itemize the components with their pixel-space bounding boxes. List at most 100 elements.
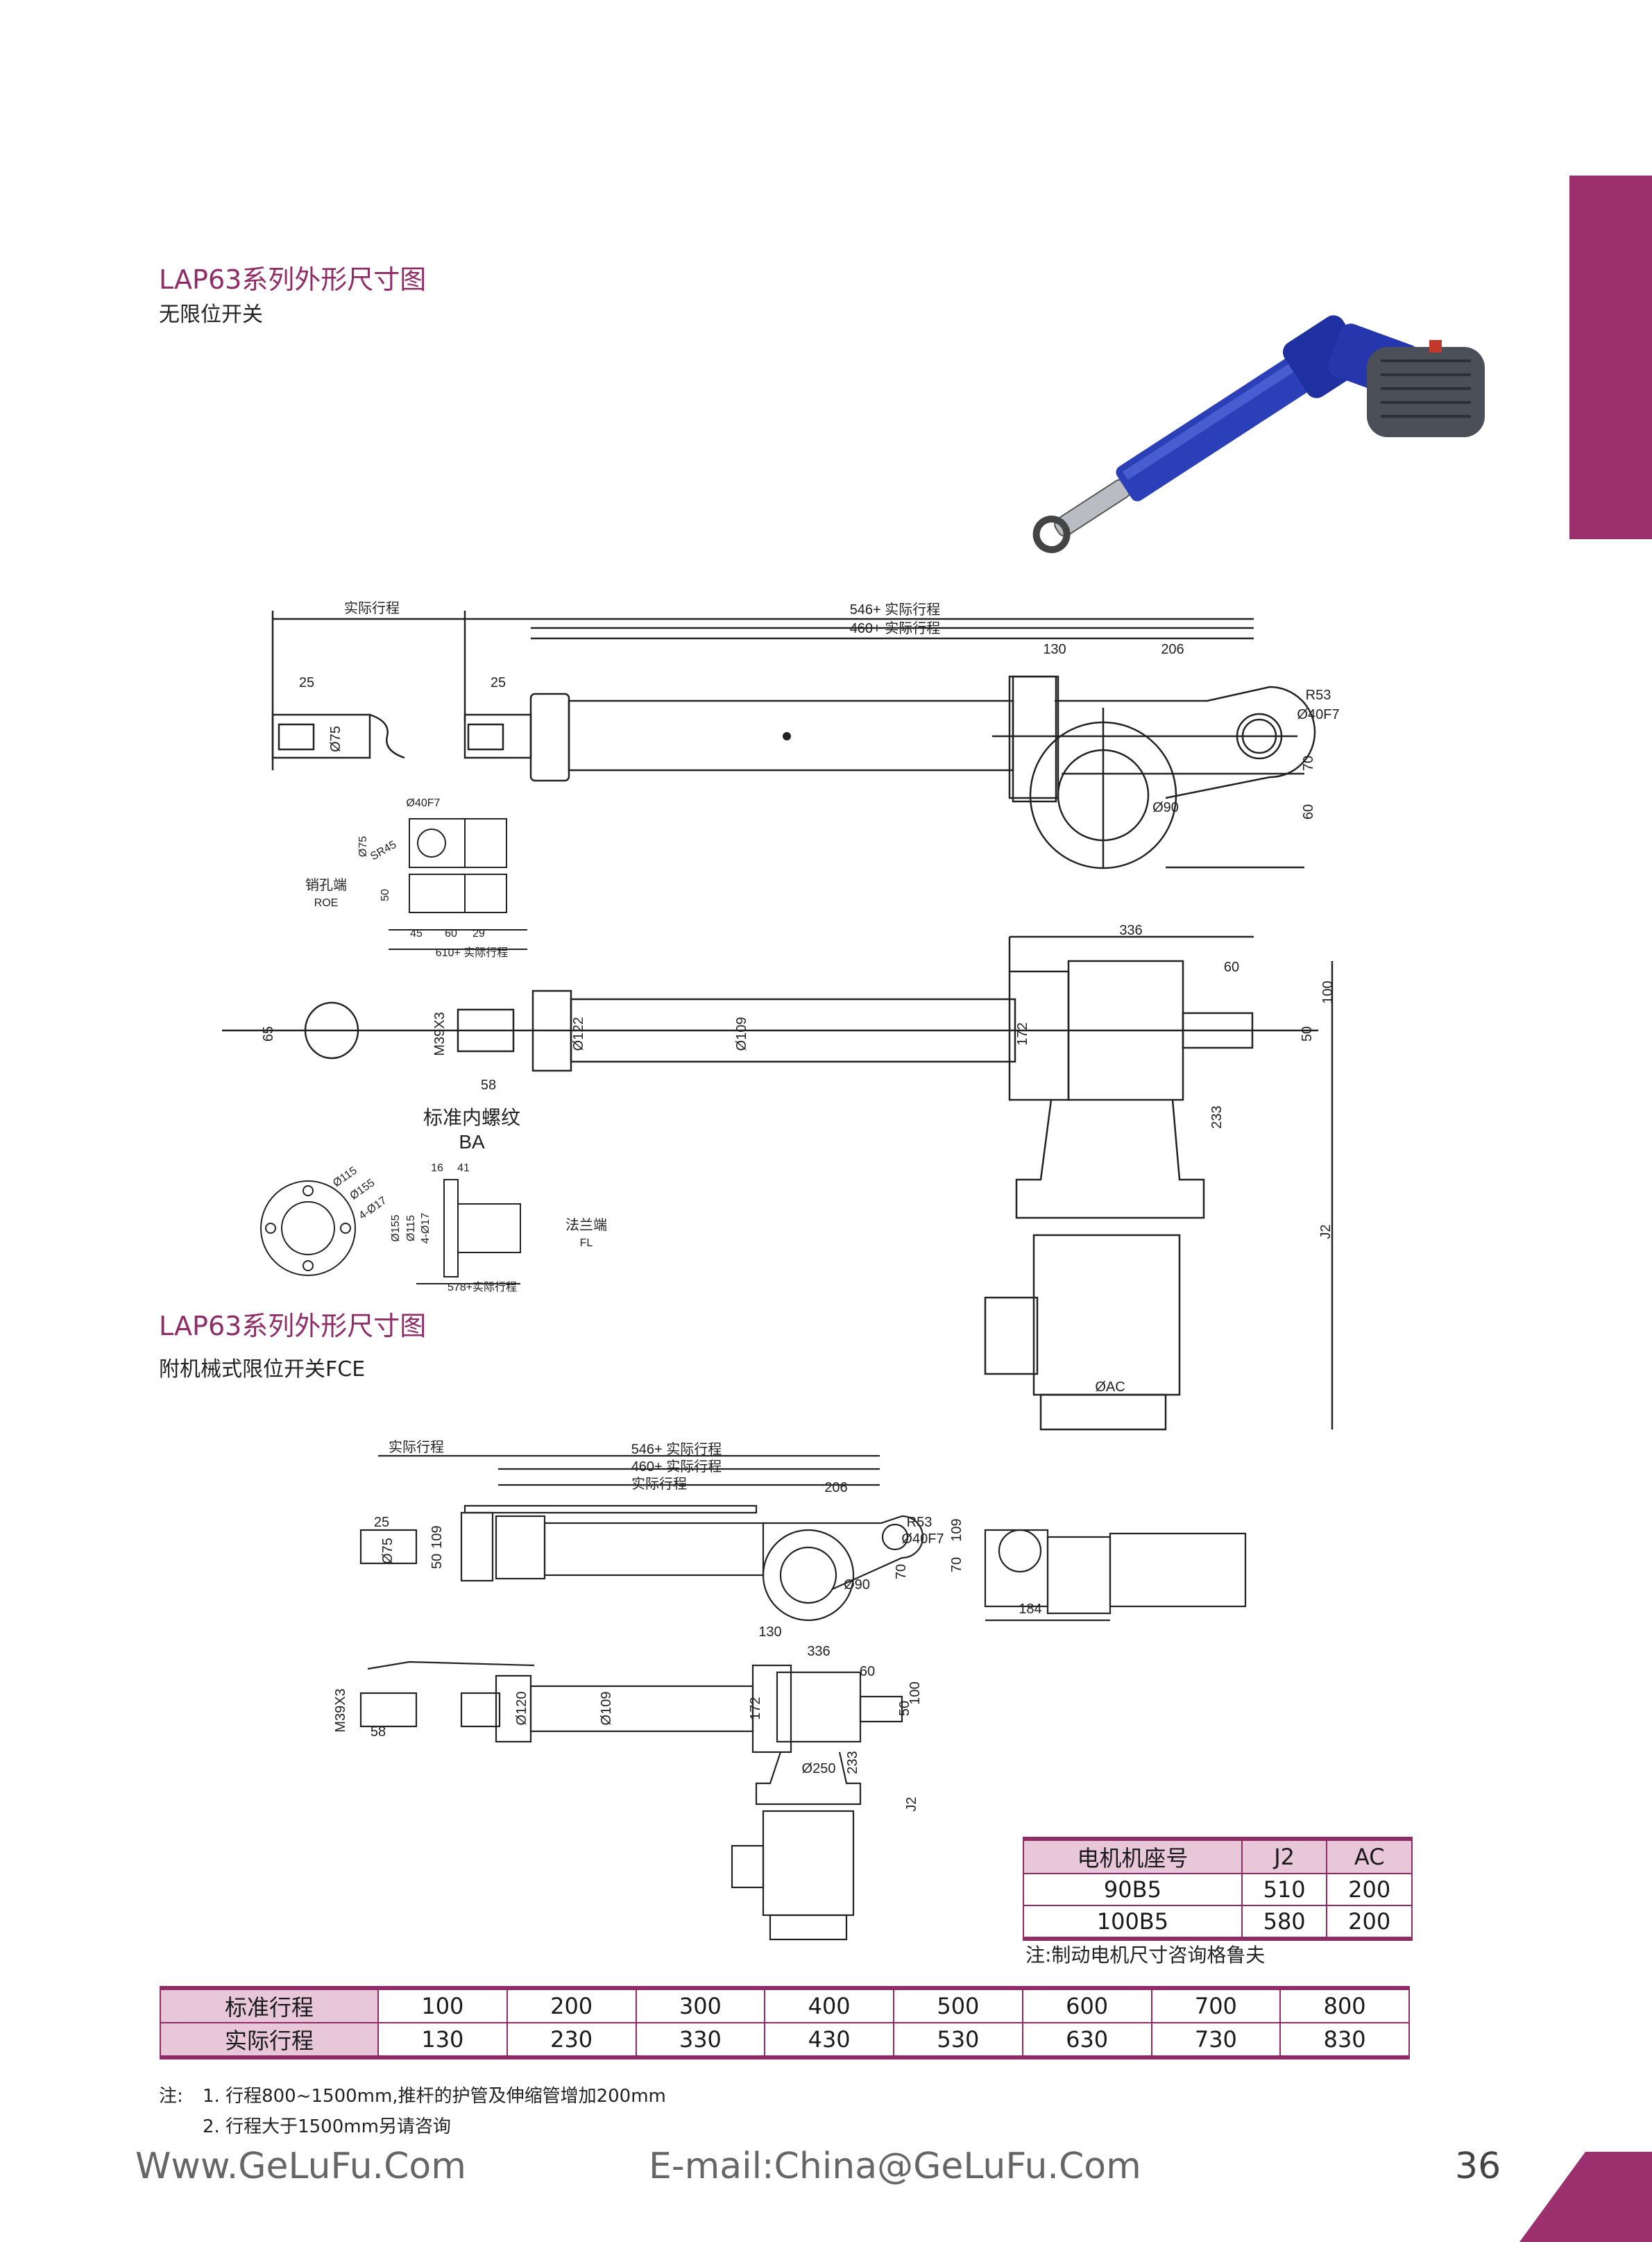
- actuator-photo: [1032, 315, 1485, 554]
- notes-prefix: 注:: [159, 2086, 183, 2107]
- d2-d70: 70: [894, 1564, 909, 1579]
- footer-website[interactable]: Www.GeLuFu.Com: [135, 2146, 466, 2187]
- d1-d65: 65: [261, 1026, 276, 1042]
- table-row: 标准行程 100 200 300 400 500 600 700 800: [160, 1987, 1410, 2023]
- d1-d100: 100: [1320, 980, 1336, 1003]
- d1-d60: 60: [1301, 804, 1316, 819]
- d1-d233: 233: [1209, 1105, 1225, 1128]
- d1-r53: R53: [1306, 688, 1331, 703]
- d2-d40f7: Ø40F7: [901, 1531, 944, 1547]
- motor-th-j2: J2: [1241, 1838, 1328, 1874]
- stroke-table: 标准行程 100 200 300 400 500 600 700 800 实际行…: [160, 1986, 1410, 2060]
- table-row: 实际行程 130 230 330 430 530 630 730 830: [160, 2022, 1410, 2058]
- stroke-row1-label: 标准行程: [160, 1987, 379, 2023]
- d1-len460: 460+ 实际行程: [850, 620, 941, 636]
- d2-m39: M39X3: [333, 1688, 348, 1732]
- notes-line2: 2. 行程大于1500mm另请咨询: [203, 2116, 451, 2137]
- d2-len546: 546+ 实际行程: [631, 1441, 722, 1457]
- roe-45: 45: [410, 928, 423, 940]
- stroke-cell: 130: [377, 2022, 508, 2058]
- d2-d109b: 109: [949, 1518, 964, 1541]
- ba-code: BA: [459, 1131, 485, 1153]
- d2-d100: 100: [908, 1681, 923, 1704]
- stroke-cell: 630: [1021, 2022, 1152, 2058]
- stroke-cell: 200: [506, 1987, 637, 2023]
- roe-60: 60: [445, 928, 457, 940]
- d2-stroke: 实际行程: [389, 1439, 444, 1455]
- stroke-cell: 700: [1150, 1987, 1281, 2023]
- d2-j2: J2: [904, 1797, 919, 1811]
- d1-d130: 130: [1043, 642, 1066, 657]
- fl-41: 41: [457, 1162, 470, 1174]
- roe-50: 50: [380, 889, 391, 901]
- d1-d40f7: Ø40F7: [1297, 707, 1339, 722]
- motor-cell: 90B5: [1023, 1873, 1243, 1906]
- page-number: 36: [1455, 2146, 1501, 2187]
- d2-d60: 60: [860, 1664, 875, 1679]
- d1-d75: Ø75: [328, 726, 343, 752]
- d2-d120: Ø120: [514, 1692, 529, 1726]
- stroke-cell: 400: [764, 1987, 894, 2023]
- stroke-cell: 730: [1150, 2022, 1281, 2058]
- d1-j2: J2: [1318, 1224, 1334, 1239]
- side-tab: [1569, 176, 1652, 539]
- roe-code: ROE: [314, 897, 339, 909]
- stroke-cell: 600: [1021, 1987, 1152, 2023]
- d2-r53: R53: [907, 1515, 933, 1530]
- d1-stroke: 实际行程: [344, 600, 400, 616]
- fl-155b: Ø155: [390, 1214, 402, 1241]
- d1-d50: 50: [1300, 1026, 1315, 1042]
- stroke-cell: 430: [764, 2022, 894, 2058]
- d2-d172: 172: [748, 1697, 763, 1719]
- d1-d25b: 25: [491, 675, 506, 690]
- motor-th-frame: 电机机座号: [1023, 1838, 1243, 1874]
- stroke-cell: 830: [1279, 2022, 1410, 2058]
- d2-d25: 25: [374, 1515, 389, 1530]
- d2-d50b: 50: [897, 1701, 912, 1716]
- d2-d109c: Ø109: [599, 1692, 614, 1726]
- d1-d58: 58: [481, 1078, 496, 1093]
- stroke-row2-label: 实际行程: [160, 2022, 379, 2058]
- roe-29: 29: [472, 928, 485, 940]
- motor-cell: 200: [1326, 1905, 1413, 1939]
- table-row: 100B5 580 200: [1023, 1905, 1413, 1939]
- roe-d75: Ø75: [357, 836, 369, 857]
- fl-115b: Ø115: [405, 1215, 417, 1241]
- d2-d75: Ø75: [380, 1538, 395, 1564]
- d2-d233: 233: [845, 1751, 860, 1774]
- d2-d109: 109: [429, 1525, 445, 1548]
- stroke-cell: 230: [506, 2022, 637, 2058]
- stroke-cell: 800: [1279, 1987, 1410, 2023]
- motor-cell: 580: [1241, 1905, 1328, 1939]
- d2-d336: 336: [807, 1644, 830, 1659]
- section2-title: LAP63系列外形尺寸图: [159, 1311, 427, 1341]
- d1-len546: 546+ 实际行程: [850, 602, 941, 618]
- d1-d90: Ø90: [1152, 800, 1179, 815]
- notes-line1: 1. 行程800~1500mm,推杆的护管及伸缩管增加200mm: [203, 2086, 666, 2107]
- motor-th-ac: AC: [1326, 1838, 1413, 1874]
- fl-4d17b: 4-Ø17: [420, 1213, 432, 1244]
- roe-len: 610+ 实际行程: [436, 946, 509, 959]
- d1-d206: 206: [1161, 642, 1184, 657]
- motor-cell: 510: [1241, 1873, 1328, 1906]
- motor-cell: 200: [1326, 1873, 1413, 1906]
- stroke-cell: 300: [635, 1987, 766, 2023]
- motor-table: 电机机座号 J2 AC 90B5 510 200 100B5 580 200: [1023, 1837, 1413, 1941]
- d2-d184: 184: [1019, 1602, 1041, 1617]
- fl-16: 16: [431, 1162, 443, 1174]
- d1-d25a: 25: [299, 675, 314, 690]
- d2-d130: 130: [758, 1624, 781, 1640]
- roe-label: 销孔端: [305, 877, 347, 893]
- d2-stroke2: 实际行程: [631, 1476, 687, 1492]
- motor-note: 注:制动电机尺寸咨询格鲁夫: [1025, 1944, 1266, 1967]
- section1-subtitle: 无限位开关: [159, 303, 263, 327]
- d1-d172: 172: [1015, 1022, 1030, 1045]
- d1-d60b: 60: [1224, 960, 1239, 975]
- ba-label: 标准内螺纹: [423, 1107, 520, 1128]
- stroke-cell: 330: [635, 2022, 766, 2058]
- footer-email[interactable]: E-mail:China@GeLuFu.Com: [649, 2146, 1141, 2187]
- d2-d250: Ø250: [802, 1761, 836, 1776]
- stroke-cell: 100: [377, 1987, 508, 2023]
- d1-m39: M39X3: [432, 1012, 448, 1055]
